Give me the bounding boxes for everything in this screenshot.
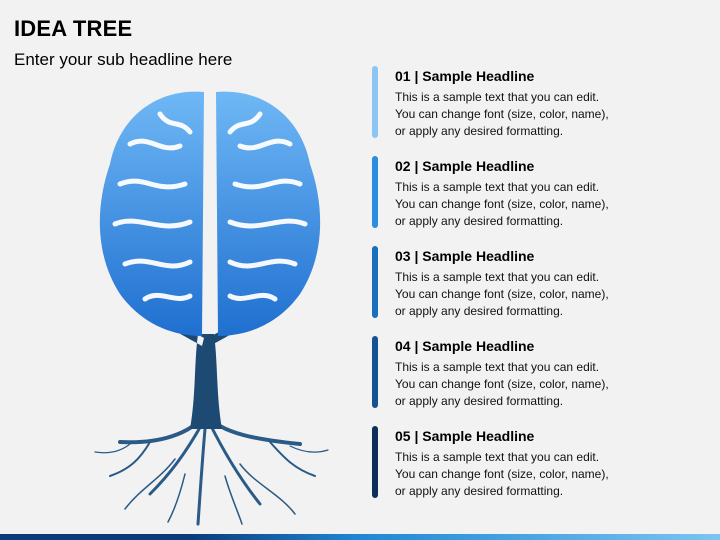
trunk-graphic bbox=[156, 312, 256, 429]
slide-title: IDEA TREE bbox=[14, 16, 133, 41]
item-body: This is a sample text that you can edit.… bbox=[395, 450, 609, 498]
item-headline: 02 | Sample Headline bbox=[395, 158, 535, 174]
item-headline: 04 | Sample Headline bbox=[395, 338, 535, 354]
accent-bar bbox=[372, 336, 378, 408]
accent-bar bbox=[372, 426, 378, 498]
item-body: This is a sample text that you can edit.… bbox=[395, 270, 609, 318]
slide-subtitle: Enter your sub headline here bbox=[14, 50, 233, 69]
item-body: This is a sample text that you can edit.… bbox=[395, 90, 609, 138]
list-item: 03 | Sample Headline This is a sample te… bbox=[372, 246, 712, 336]
item-headline: 01 | Sample Headline bbox=[395, 68, 535, 84]
bottom-accent-strip bbox=[0, 534, 720, 540]
accent-bar bbox=[372, 156, 378, 228]
headline-list: 01 | Sample Headline This is a sample te… bbox=[372, 66, 712, 516]
item-headline: 03 | Sample Headline bbox=[395, 248, 535, 264]
brain-tree-icon bbox=[94, 91, 329, 526]
item-headline: 05 | Sample Headline bbox=[395, 428, 535, 444]
accent-bar bbox=[372, 66, 378, 138]
accent-bar bbox=[372, 246, 378, 318]
list-item: 02 | Sample Headline This is a sample te… bbox=[372, 156, 712, 246]
item-body: This is a sample text that you can edit.… bbox=[395, 180, 609, 228]
list-item: 04 | Sample Headline This is a sample te… bbox=[372, 336, 712, 426]
list-item: 01 | Sample Headline This is a sample te… bbox=[372, 66, 712, 156]
item-body: This is a sample text that you can edit.… bbox=[395, 360, 609, 408]
brain-graphic bbox=[99, 91, 321, 336]
list-item: 05 | Sample Headline This is a sample te… bbox=[372, 426, 712, 516]
roots-graphic bbox=[94, 412, 329, 526]
